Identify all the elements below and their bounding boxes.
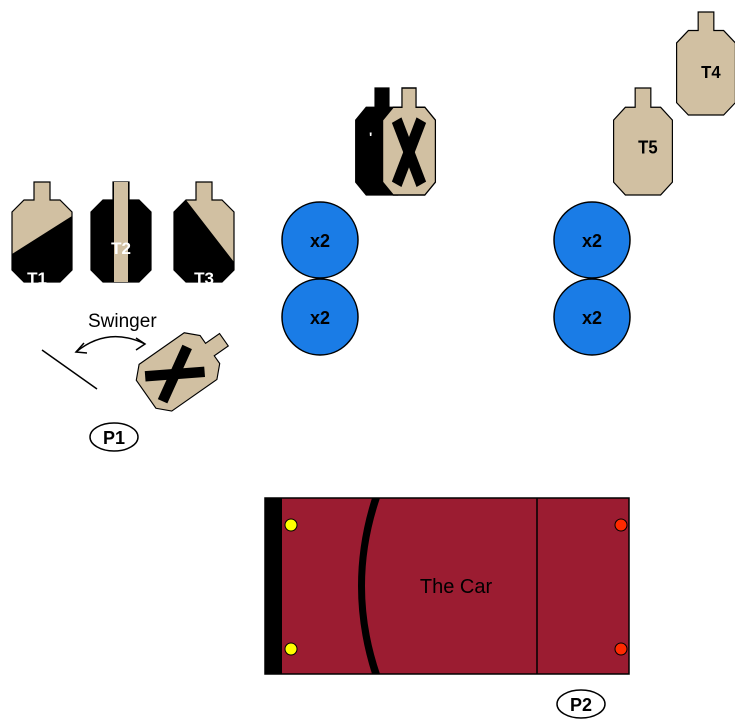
- car: The Car: [264, 497, 630, 675]
- target-t2-label: T2: [111, 239, 131, 258]
- steel-right-top-label: x2: [582, 231, 602, 251]
- car-label: The Car: [420, 576, 493, 598]
- target-t1-label: T1: [27, 269, 47, 288]
- target-t2: T2: [90, 181, 152, 283]
- target-t5: T5: [612, 87, 674, 196]
- steel-left-top-label: x2: [310, 231, 330, 251]
- steel-right-bottom: x2: [553, 278, 631, 356]
- no-shoot-target-center: [381, 87, 437, 196]
- steel-left-top: x2: [281, 201, 359, 279]
- swinger-arm: [41, 349, 98, 390]
- swing-arrow-head-right: [135, 337, 147, 351]
- swinger-no-shoot-target: [129, 315, 241, 419]
- car-windshield: [358, 498, 380, 674]
- position-p1: P1: [89, 422, 139, 452]
- car-taillight-bottom: [614, 642, 628, 656]
- target-t4-label: T4: [701, 63, 721, 82]
- swinger-label: Swinger: [88, 311, 157, 332]
- car-front-bumper: [265, 498, 282, 674]
- rear-target-mark: ': [369, 129, 372, 145]
- steel-left-bottom: x2: [281, 278, 359, 356]
- target-t5-label: T5: [638, 137, 658, 158]
- steel-right-bottom-label: x2: [582, 308, 602, 328]
- position-p2: P2: [556, 689, 606, 719]
- car-headlight-top: [284, 518, 298, 532]
- target-t4: T4: [675, 11, 735, 116]
- position-p1-label: P1: [103, 428, 125, 448]
- target-t3: T3: [173, 181, 235, 288]
- position-p2-label: P2: [570, 695, 592, 715]
- target-t3-label: T3: [194, 269, 214, 288]
- steel-left-bottom-label: x2: [310, 308, 330, 328]
- swing-arrow-head-left: [74, 342, 88, 354]
- target-t1: T1: [11, 181, 73, 288]
- car-headlight-bottom: [284, 642, 298, 656]
- car-taillight-top: [614, 518, 628, 532]
- steel-right-top: x2: [553, 201, 631, 279]
- swing-arc-arrow: [75, 335, 146, 353]
